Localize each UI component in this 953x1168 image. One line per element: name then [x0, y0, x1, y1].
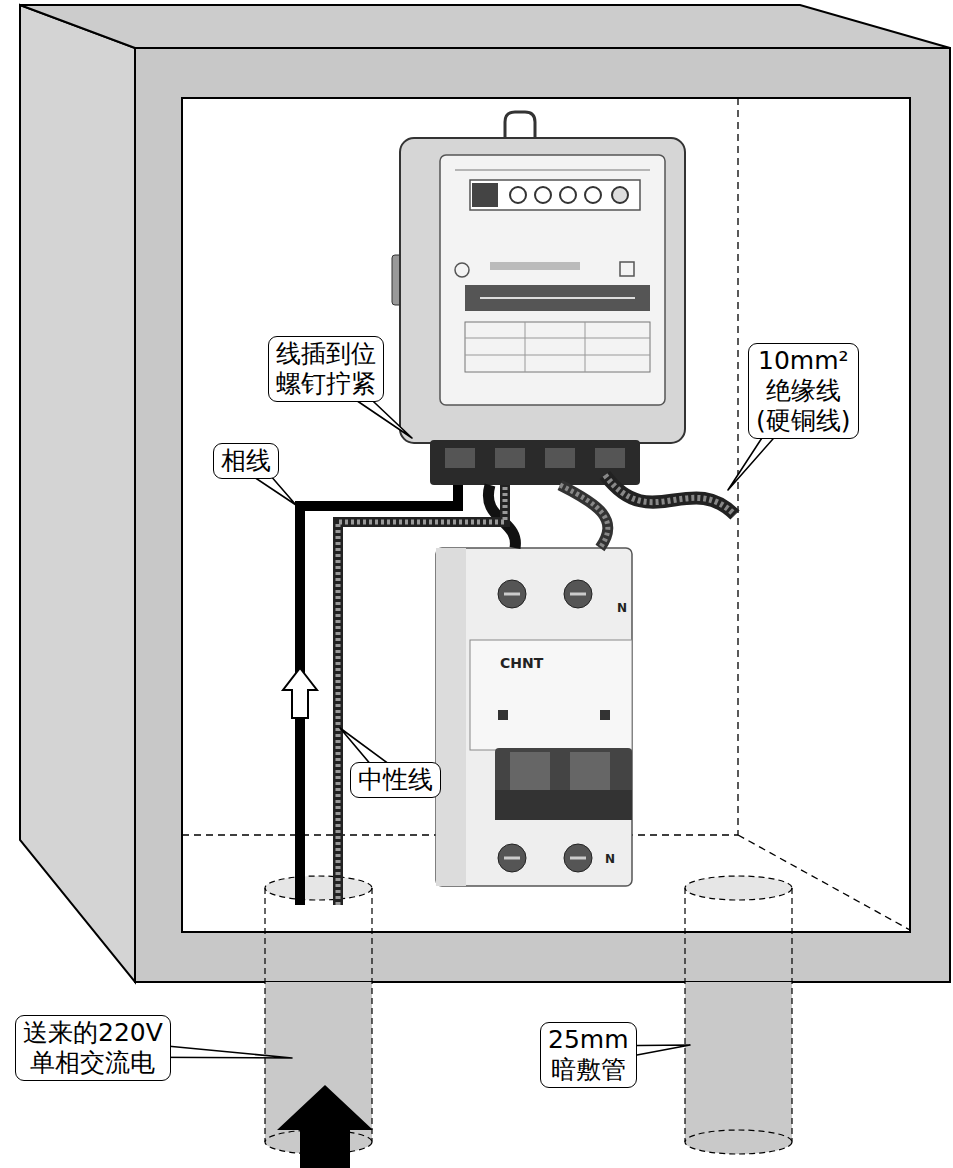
- electricity-meter: [392, 112, 685, 485]
- wiring: [300, 475, 735, 905]
- box-inside: [182, 98, 910, 932]
- callout-text: 线插到位 螺钉拧紧: [276, 339, 376, 399]
- current-arrow: [283, 668, 317, 718]
- callout-box: 10mm² 绝缘线 (硬铜线): [748, 343, 859, 439]
- callout-box: 25mm 暗敷管: [540, 1022, 637, 1088]
- callout-text: 相线: [221, 446, 271, 476]
- callout-box: 相线: [213, 443, 279, 479]
- callout-text: 中性线: [358, 765, 433, 795]
- callout-text: 10mm² 绝缘线 (硬铜线): [756, 346, 851, 436]
- box-top: [20, 5, 950, 48]
- callout-text: 25mm 暗敷管: [548, 1025, 629, 1085]
- circuit-breaker: [436, 548, 632, 886]
- callout-text: 送来的220V 单相交流电: [23, 1018, 163, 1078]
- brand-label: CHNT: [500, 656, 543, 670]
- box-frame: [135, 48, 950, 982]
- box-side: [20, 5, 135, 982]
- callout-box: 线插到位 螺钉拧紧: [268, 336, 384, 402]
- callout-box: 送来的220V 单相交流电: [15, 1015, 171, 1081]
- callout-box: 中性线: [350, 762, 441, 798]
- supply-arrow: [277, 1085, 373, 1168]
- terminal-label: N: [605, 853, 615, 865]
- hidden-edges: [182, 98, 910, 930]
- terminal-label: N: [617, 602, 627, 614]
- conduit: [685, 876, 792, 1154]
